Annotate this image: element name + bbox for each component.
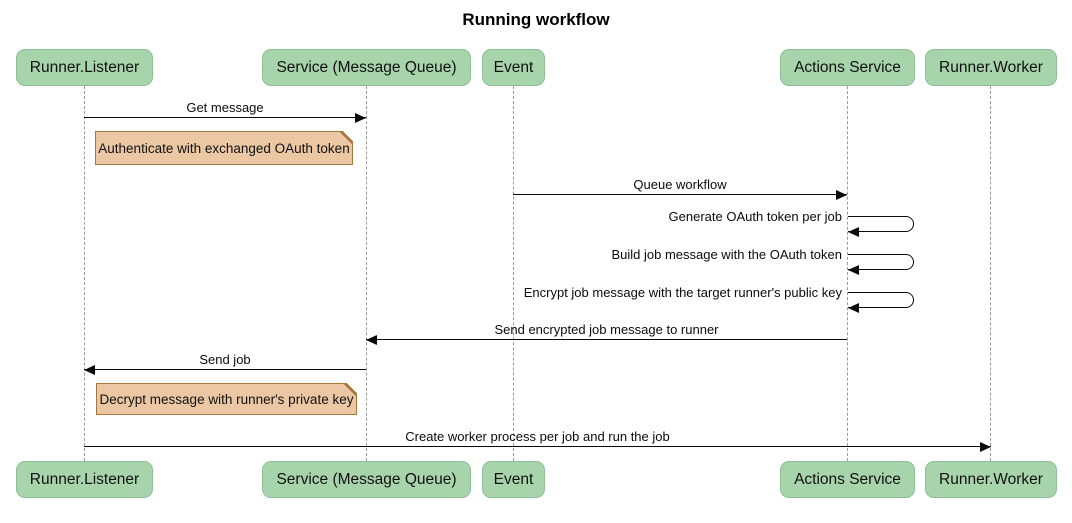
- selfloop-label-encrypt-job-message: Encrypt job message with the target runn…: [523, 285, 842, 300]
- arrowhead-left-icon: [848, 303, 859, 313]
- selfloop-label-generate-oauth: Generate OAuth token per job: [668, 209, 842, 224]
- actor-runner-worker-top: Runner.Worker: [925, 49, 1057, 86]
- lifeline-runner-worker: [990, 86, 991, 461]
- message-label-create-worker: Create worker process per job and run th…: [405, 429, 670, 444]
- note-decrypt: Decrypt message with runner's private ke…: [96, 382, 358, 415]
- arrowhead-right-icon: [836, 190, 847, 200]
- lifeline-actions-service: [847, 86, 848, 461]
- actor-actions-service-top: Actions Service: [780, 49, 915, 86]
- message-line-get-message: [84, 117, 366, 118]
- message-line-send-job: [84, 369, 366, 370]
- note-authenticate: Authenticate with exchanged OAuth token: [95, 130, 354, 165]
- actor-event-bottom: Event: [482, 461, 545, 498]
- message-line-send-encrypted: [366, 339, 847, 340]
- actor-event-top: Event: [482, 49, 545, 86]
- note-fold-corner-icon: [344, 382, 358, 396]
- message-label-send-encrypted: Send encrypted job message to runner: [494, 322, 719, 337]
- message-label-queue-workflow: Queue workflow: [633, 177, 727, 192]
- lifeline-runner-listener: [84, 86, 85, 461]
- actor-actions-service-bottom: Actions Service: [780, 461, 915, 498]
- arrowhead-left-icon: [848, 265, 859, 275]
- arrowhead-left-icon: [84, 365, 95, 375]
- actor-service-message-queue-bottom: Service (Message Queue): [262, 461, 471, 498]
- message-label-get-message: Get message: [186, 100, 264, 115]
- arrowhead-left-icon: [848, 227, 859, 237]
- selfloop-line-generate-oauth: [848, 216, 914, 232]
- actor-service-message-queue-top: Service (Message Queue): [262, 49, 471, 86]
- actor-runner-worker-bottom: Runner.Worker: [925, 461, 1057, 498]
- message-label-send-job: Send job: [199, 352, 251, 367]
- message-line-queue-workflow: [513, 194, 847, 195]
- note-fold-corner-icon: [340, 130, 354, 144]
- note-decrypt-label: Decrypt message with runner's private ke…: [99, 391, 354, 407]
- lifeline-event: [513, 86, 514, 461]
- arrowhead-right-icon: [980, 442, 991, 452]
- selfloop-line-build-job-message: [848, 254, 914, 270]
- note-authenticate-label: Authenticate with exchanged OAuth token: [98, 140, 350, 156]
- diagram-title: Running workflow: [462, 10, 610, 29]
- arrowhead-left-icon: [366, 335, 377, 345]
- actor-runner-listener-bottom: Runner.Listener: [16, 461, 153, 498]
- selfloop-line-encrypt-job-message: [848, 292, 914, 308]
- actor-runner-listener-top: Runner.Listener: [16, 49, 153, 86]
- message-line-create-worker: [84, 446, 991, 447]
- lifeline-service-message-queue: [366, 86, 367, 461]
- selfloop-label-build-job-message: Build job message with the OAuth token: [611, 247, 842, 262]
- arrowhead-right-icon: [355, 113, 366, 123]
